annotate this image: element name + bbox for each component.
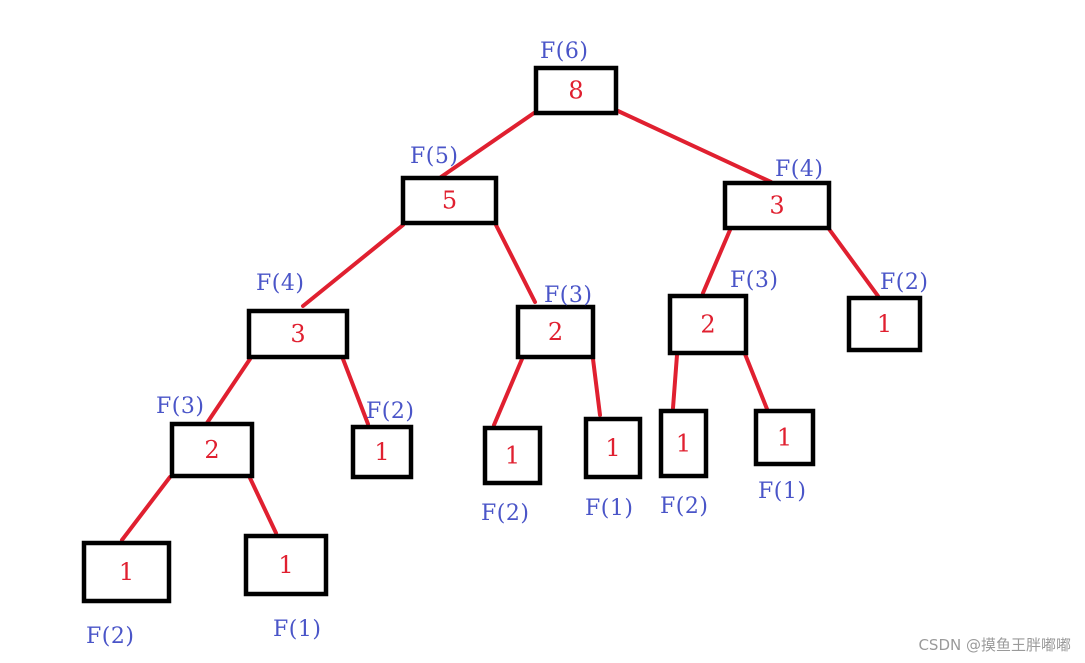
node-box [583,416,643,480]
node-box [667,293,749,356]
edge-n6-n5 [439,111,536,179]
node-value: 3 [290,320,305,348]
node-box [753,408,816,467]
node-label-n2c: F(2) [660,494,708,519]
tree-node-n1b: 1 [583,416,643,480]
node-label-n1b: F(1) [585,496,633,521]
tree-node-n1d: 1 [243,533,329,597]
node-value: 1 [777,424,792,452]
watermark: CSDN @摸鱼王胖嘟嘟 [918,636,1071,654]
node-box [722,180,832,231]
edge-n3m-n2b [492,357,524,427]
node-label-n2r: F(2) [880,270,928,295]
node-box [658,408,709,479]
edge-n6-n4r [616,109,773,184]
node-value: 2 [700,311,715,339]
edge-n3r-n1c [743,352,769,411]
edge-n3m-n1b [591,357,602,417]
node-box [482,425,543,486]
edge-n3l-n2d [120,475,172,542]
node-label-n3r: F(3) [730,268,778,293]
tree-node-n4l: 3 [246,308,350,360]
node-value: 5 [442,187,457,215]
tree-node-n3r: 2 [667,293,749,356]
edge-n5-n3m [494,223,537,304]
node-label-n6: F(6) [540,39,588,64]
edge-n4l-n3l [205,357,252,425]
node-value: 8 [568,77,583,105]
node-label-n2b: F(2) [481,501,529,526]
node-value: 2 [548,318,563,346]
node-value: 3 [769,192,784,220]
labels-layer: F(6) F(5) F(4) F(4) F(3) F(3) F(2) F(3) F(2) F(2)… [86,39,928,649]
edge-n4r-n2r [827,227,880,298]
tree-node-n2b: 1 [482,425,543,486]
node-value: 1 [676,430,691,458]
node-box [400,175,499,226]
tree-node-n1c: 1 [753,408,816,467]
tree-node-n2a: 1 [350,424,414,480]
node-label-n4l: F(4) [256,271,304,296]
node-label-n5: F(5) [410,144,458,169]
node-label-n3m: F(3) [544,283,592,308]
tree-node-n3l: 2 [169,421,255,479]
node-value: 1 [119,558,134,586]
node-box [169,421,255,479]
node-value: 1 [278,551,293,579]
node-box [846,295,923,353]
node-value: 1 [605,434,620,462]
tree-node-n3m: 2 [515,304,596,360]
edge-n4r-n3r [701,228,732,295]
node-value: 1 [374,438,389,466]
edges-layer [120,109,880,542]
node-label-n1d: F(1) [273,617,321,642]
edge-n3r-n2c [671,353,679,410]
edge-n4l-n2a [341,357,370,426]
node-label-n2a: F(2) [366,399,414,424]
node-label-n4r: F(4) [775,157,823,182]
nodes-layer: 8 5 3 3 2 2 1 2 1 1 1 1 1 1 1 [81,65,923,604]
tree-node-n5: 5 [400,175,499,226]
node-value: 1 [505,442,520,470]
tree-node-n4r: 3 [722,180,832,231]
node-box [533,65,619,116]
tree-node-n2c: 1 [658,408,709,479]
node-label-n1c: F(1) [758,479,806,504]
node-label-n2d: F(2) [86,624,134,649]
tree-node-n2r: 1 [846,295,923,353]
node-value: 2 [204,436,219,464]
edge-n5-n4l [301,223,405,308]
node-box [515,304,596,360]
node-box [243,533,329,597]
edge-n3l-n1d [248,476,278,535]
node-box [350,424,414,480]
node-label-n3l: F(3) [156,394,204,419]
node-box [246,308,350,360]
tree-node-n6: 8 [533,65,619,116]
node-value: 1 [877,310,892,338]
node-box [81,540,172,604]
tree-node-n2d: 1 [81,540,172,604]
